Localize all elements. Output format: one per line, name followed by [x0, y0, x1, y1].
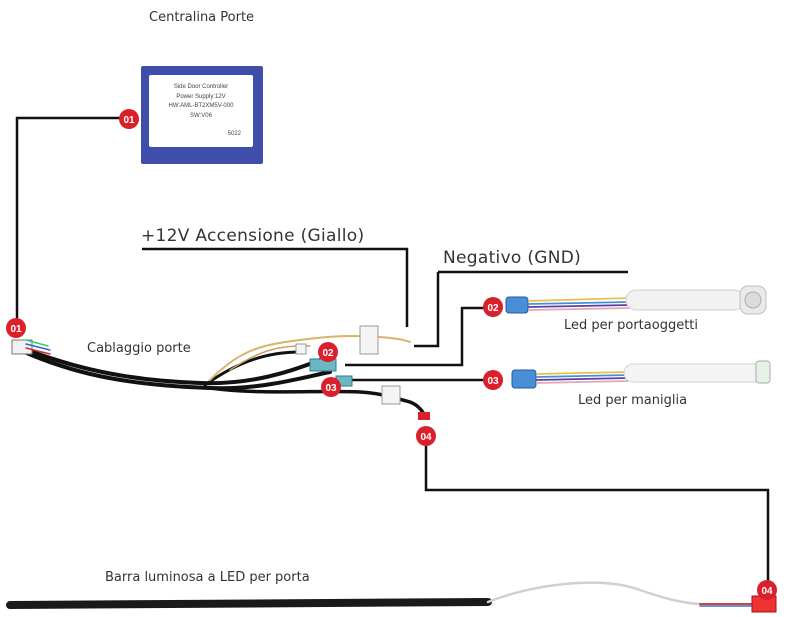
badge-04-bar: 04 [757, 580, 777, 600]
badge-01-harness: 01 [6, 318, 26, 338]
power-line-label: +12V Accensione (Giallo) [141, 226, 365, 246]
badges: 01 01 02 02 03 03 04 04 [6, 109, 777, 600]
badge-03-harness: 03 [321, 377, 341, 397]
controller-to-harness-line [15, 116, 125, 322]
svg-text:03: 03 [487, 376, 499, 387]
svg-text:04: 04 [420, 432, 432, 443]
svg-text:01: 01 [10, 324, 22, 335]
led-bar [6, 581, 777, 613]
plate-line-4: SW:V06 [190, 112, 212, 119]
plate-line-5: 5022 [227, 130, 241, 137]
plate-line-1: Side Door Controller [173, 84, 229, 90]
ground-drop-line [414, 272, 440, 348]
storage-led [505, 285, 767, 315]
handle-led-label: Led per maniglia [578, 393, 688, 408]
svg-text:03: 03 [325, 383, 337, 394]
led-bar-label: Barra luminosa a LED per porta [105, 570, 310, 585]
storage-led-line [345, 306, 484, 367]
badge-04-harness: 04 [416, 426, 436, 446]
svg-text:02: 02 [487, 303, 499, 314]
badge-02-harness: 02 [318, 342, 338, 362]
door-controller: Side Door Controller Power Supply:12V HW… [141, 66, 263, 164]
controller-plate: Side Door Controller Power Supply:12V HW… [149, 75, 253, 147]
svg-text:02: 02 [322, 348, 334, 359]
bar-led-line [424, 446, 770, 582]
power-line [142, 247, 409, 327]
plate-line-2: Power Supply:12V [176, 93, 226, 100]
controller-title: Centralina Porte [149, 10, 255, 25]
svg-text:01: 01 [123, 115, 135, 126]
svg-text:04: 04 [761, 586, 773, 597]
badge-02-storage: 02 [483, 297, 503, 317]
door-harness [11, 325, 430, 420]
plate-line-3: HW:AML-BT2XM5V-000 [168, 103, 234, 109]
badge-01-controller: 01 [119, 109, 139, 129]
badge-03-handle: 03 [483, 370, 503, 390]
ground-line-label: Negativo (GND) [443, 248, 582, 268]
handle-led [511, 360, 771, 389]
harness-label: Cablaggio porte [87, 341, 191, 356]
storage-led-label: Led per portaoggetti [564, 318, 698, 333]
